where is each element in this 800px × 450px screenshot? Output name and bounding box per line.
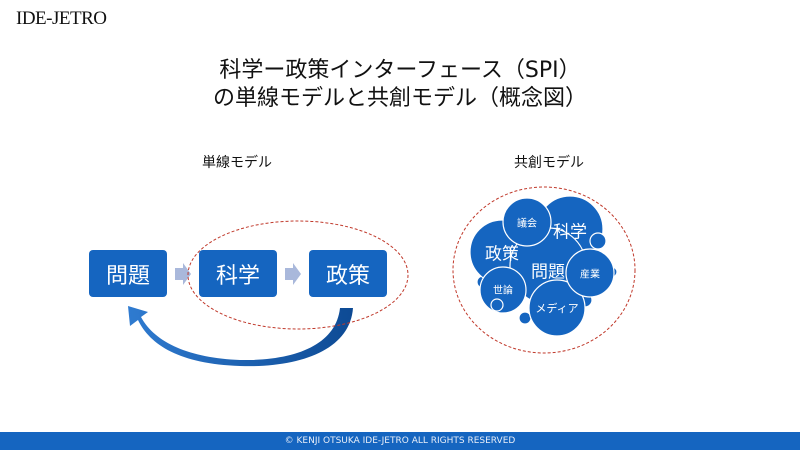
bubble-media: メディア bbox=[535, 302, 579, 315]
bubble-science: 科学 bbox=[553, 222, 587, 243]
arrow-right-icon bbox=[175, 263, 191, 285]
logo: IDE-JETRO bbox=[16, 8, 107, 29]
bubble-problem: 問題 bbox=[531, 262, 565, 283]
feedback-curved-arrow bbox=[128, 306, 353, 367]
footer-copyright: © KENJI OTSUKA IDE-JETRO ALL RIGHTS RESE… bbox=[0, 432, 800, 450]
linear-model-label: 単線モデル bbox=[202, 155, 272, 171]
cocreation-dashed-ellipse bbox=[452, 186, 636, 354]
bubble-policy: 政策 bbox=[485, 244, 519, 265]
arrow-right-icon bbox=[285, 263, 301, 285]
linear-dashed-ellipse bbox=[187, 220, 409, 330]
title-line-1: 科学ー政策インターフェース（SPI） bbox=[219, 58, 581, 83]
cocreation-model-label: 共創モデル bbox=[514, 155, 584, 171]
box-science: 科学 bbox=[199, 250, 277, 297]
bubble-industry: 産業 bbox=[580, 269, 600, 281]
bubble-public-opinion: 世論 bbox=[493, 285, 513, 297]
box-problem: 問題 bbox=[89, 250, 167, 297]
box-policy: 政策 bbox=[309, 250, 387, 297]
title-line-2: の単線モデルと共創モデル（概念図） bbox=[212, 86, 587, 111]
bubble-parliament: 議会 bbox=[517, 218, 537, 230]
